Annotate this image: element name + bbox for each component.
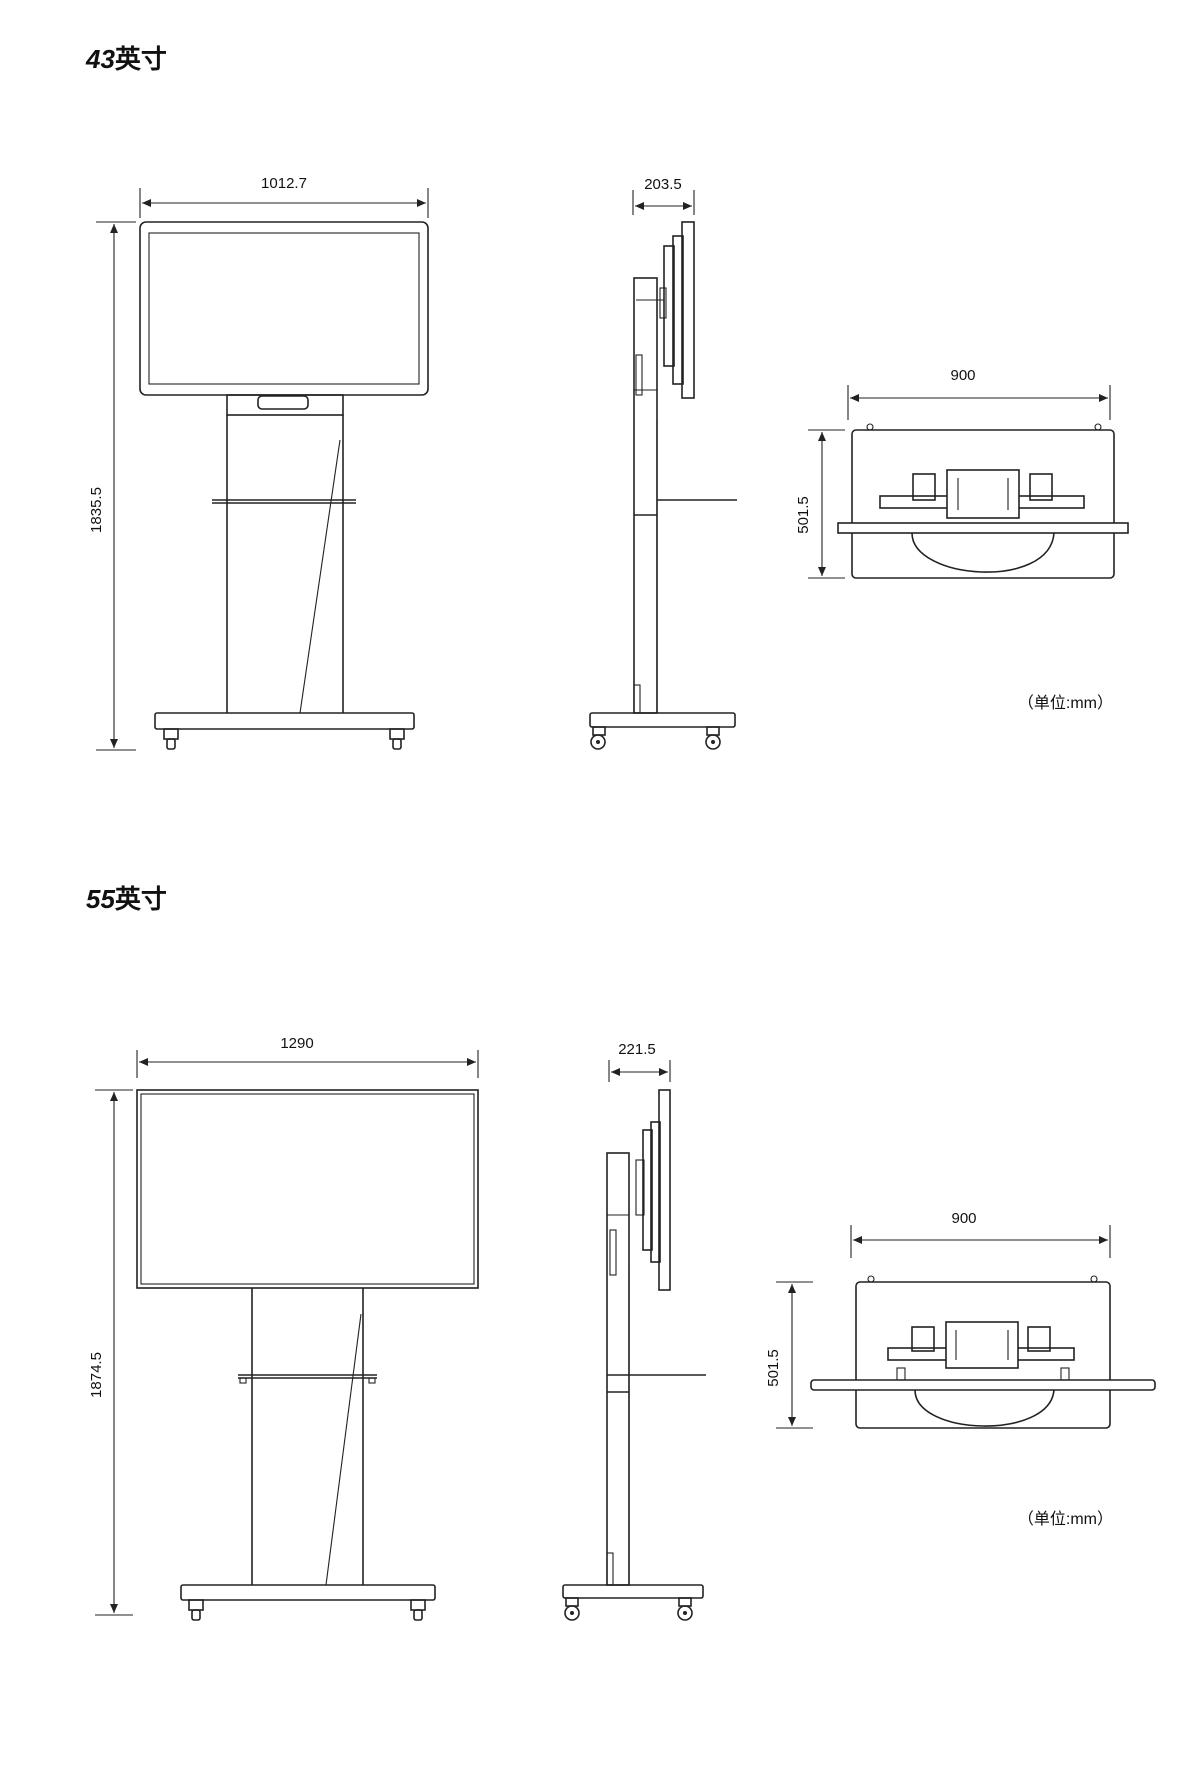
side-view: 203.5 (589, 176, 737, 750)
top-width-label: 900 (951, 1210, 976, 1227)
front-width-label: 1012.7 (261, 175, 307, 192)
screen-size-55: 55 (86, 884, 115, 914)
drawing-55-inch: 1290 1874.5 221.5 (88, 1035, 1156, 1621)
screen-size-43: 43 (86, 44, 115, 74)
top-width-label: 900 (950, 367, 975, 384)
section-title-43: 43英寸 (86, 46, 167, 72)
side-view: 221.5 (562, 1041, 706, 1621)
front-view: 1012.7 1835.5 (88, 175, 429, 751)
total-height-label: 1874.5 (88, 1352, 105, 1398)
top-depth-label: 501.5 (765, 1349, 782, 1387)
unit-note: （单位:mm） (1018, 694, 1113, 712)
size-suffix-43: 英寸 (114, 44, 167, 74)
top-depth-label: 501.5 (795, 496, 812, 534)
side-depth-label: 203.5 (644, 176, 682, 193)
total-height-label: 1835.5 (88, 487, 105, 533)
size-suffix-55: 英寸 (114, 884, 167, 914)
drawing-43-inch: 1012.7 1835.5 203.5 (88, 175, 1129, 751)
unit-note: （单位:mm） (1018, 1510, 1113, 1528)
side-depth-label: 221.5 (618, 1041, 656, 1058)
section-title-55: 55英寸 (86, 886, 167, 912)
front-width-label: 1290 (280, 1035, 313, 1052)
top-view: 900 501.5 (795, 367, 1129, 579)
top-view: 900 501.5 (765, 1210, 1156, 1429)
front-view: 1290 1874.5 (88, 1035, 479, 1621)
